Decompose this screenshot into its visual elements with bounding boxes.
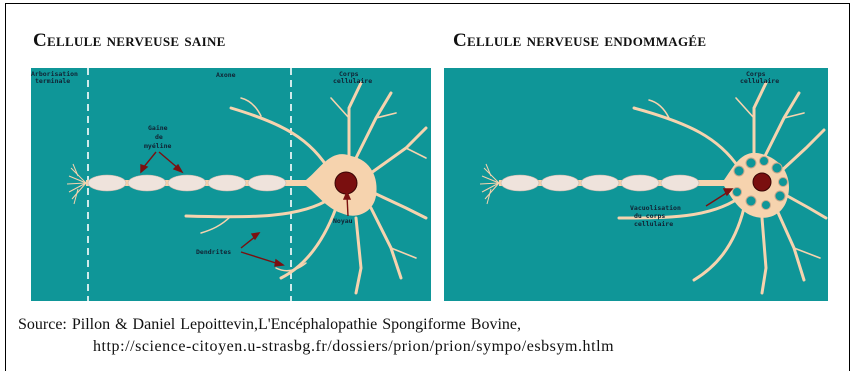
damaged-neuron-diagram: Corps cellulaire Vacuolisation du corps … [444, 68, 828, 301]
label-vacuolisation: Vacuolisation [630, 204, 681, 212]
damaged-neuron-panel: Corps cellulaire Vacuolisation du corps … [444, 68, 828, 301]
myelin-sheath [88, 175, 286, 191]
terminal-arborization [480, 164, 499, 204]
label-terminale: terminale [35, 77, 70, 85]
nucleus [335, 172, 357, 194]
label-myeline: myéline [144, 142, 171, 150]
label-noyau: Noyau [333, 217, 353, 225]
source-line-1: Source: Pillon & Daniel Lepoittevin,L'En… [18, 316, 521, 333]
label-axone: Axone [216, 71, 236, 79]
healthy-neuron-diagram: Arborisation terminale Axone Corps cellu… [31, 68, 431, 301]
label-de: de [155, 133, 163, 141]
source-citation: Source: Pillon & Daniel Lepoittevin,L'En… [18, 314, 614, 358]
label-du-corps: du corps [634, 212, 665, 220]
healthy-cell-title: Cellule nerveuse saine [33, 30, 226, 52]
label-gaine: Gaine [148, 124, 168, 132]
damaged-cell-title: Cellule nerveuse endommagée [453, 30, 706, 52]
nucleus [753, 173, 771, 191]
label-cellulaire: cellulaire [333, 77, 372, 85]
terminal-arborization [67, 164, 86, 204]
label-dendrites: Dendrites [196, 248, 231, 256]
source-url: http://science-citoyen.u-strasbg.fr/doss… [18, 336, 614, 358]
label-cellulaire: cellulaire [740, 77, 779, 85]
healthy-neuron-panel: Arborisation terminale Axone Corps cellu… [31, 68, 431, 301]
label-cellulaire-2: cellulaire [634, 220, 673, 228]
myelin-sheath [501, 175, 699, 191]
